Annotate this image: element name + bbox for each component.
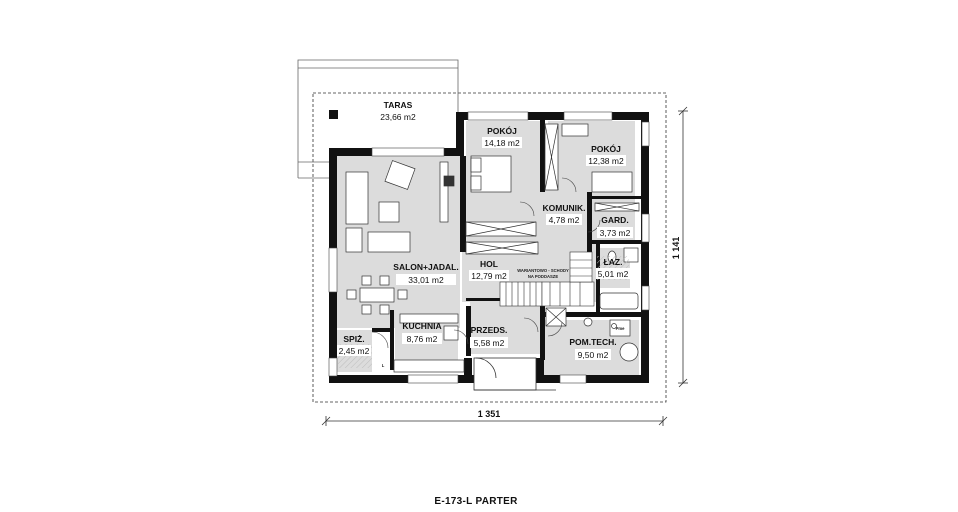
room-label-pokoj2: POKÓJ xyxy=(591,143,621,154)
tech-box-label: Pme xyxy=(616,326,626,331)
stairs xyxy=(499,251,595,307)
bathroom-fixtures xyxy=(583,247,639,362)
height-dimension-label: 1 141 xyxy=(671,237,681,260)
doors xyxy=(371,177,601,349)
room-label-pomtech: POM.TECH. xyxy=(569,337,616,347)
width-dimension-label: 1 351 xyxy=(478,409,501,419)
room-area-pokoj1: 14,18 m2 xyxy=(484,138,520,148)
room-label-gard: GARD. xyxy=(601,215,628,225)
terrace-pergola xyxy=(297,59,459,179)
entrance-porch xyxy=(473,357,556,391)
wardrobes xyxy=(465,123,640,327)
room-label-hol: HOL xyxy=(480,259,498,269)
room-label-kuchnia: KUCHNIA xyxy=(402,321,441,331)
room-label-salon: SALON+JADAL. xyxy=(393,262,458,272)
windows xyxy=(328,111,650,384)
room-area-hol: 12,79 m2 xyxy=(471,271,507,281)
room-label-pokoj1: POKÓJ xyxy=(487,125,517,136)
room-label-taras: TARAS xyxy=(384,100,413,110)
room-label-komunik: KOMUNIK. xyxy=(543,203,586,213)
living-furniture xyxy=(345,160,465,373)
roof-outline xyxy=(312,92,667,403)
room-label-laz: ŁAZ. xyxy=(604,257,623,267)
beds xyxy=(470,123,633,193)
room-label-przeds: PRZEDS. xyxy=(471,325,508,335)
height-dimension xyxy=(678,106,688,388)
room-area-taras: 23,66 m2 xyxy=(380,112,416,122)
room-label-spiz: SPIŻ. xyxy=(343,334,364,344)
room-area-gard: 3,73 m2 xyxy=(600,228,631,238)
pergola-post xyxy=(329,110,338,119)
room-area-pomtech: 9,50 m2 xyxy=(578,350,609,360)
stairs-note-1: WARIANTOWO - SCHODY xyxy=(517,268,569,273)
room-area-komunik: 4,78 m2 xyxy=(549,215,580,225)
stairs-note-2: NA PODDASZE xyxy=(528,274,559,279)
room-area-pokoj2: 12,38 m2 xyxy=(588,156,624,166)
room-area-salon: 33,01 m2 xyxy=(408,275,444,285)
spiz-mark: L xyxy=(382,363,385,368)
plan-caption: E-173-L PARTER xyxy=(434,496,518,507)
room-area-przeds: 5,58 m2 xyxy=(474,338,505,348)
room-labels: TARAS 23,66 m2 POKÓJ 14,18 m2 POKÓJ 12,3… xyxy=(337,100,633,368)
room-area-spiz: 2,45 m2 xyxy=(339,346,370,356)
width-dimension xyxy=(321,416,668,426)
room-area-laz: 5,01 m2 xyxy=(598,269,629,279)
room-area-kuchnia: 8,76 m2 xyxy=(407,334,438,344)
